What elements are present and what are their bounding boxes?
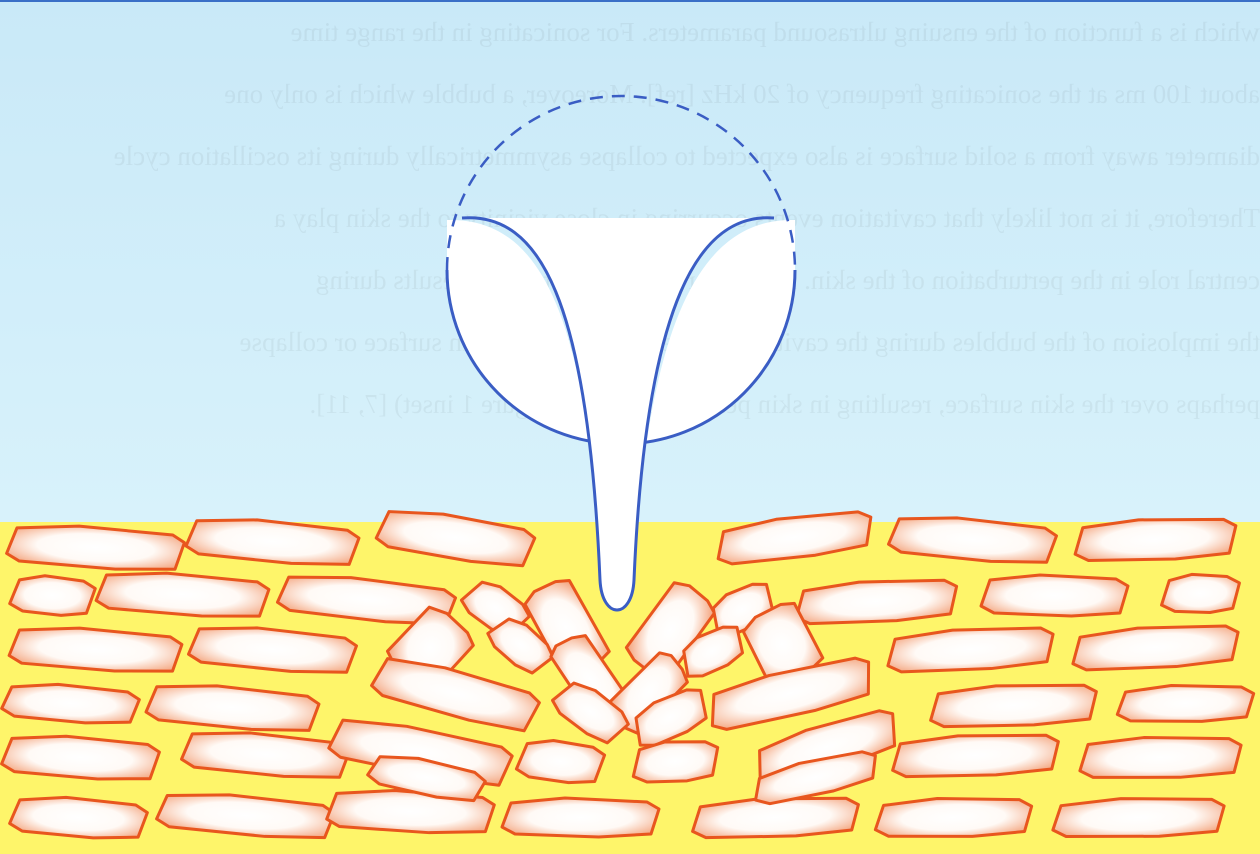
corneocyte-cell <box>1074 515 1238 564</box>
corneocyte-cell <box>794 575 958 627</box>
corneocyte-cell <box>156 790 335 841</box>
corneocyte-cell <box>145 681 319 734</box>
corneocyte-cell <box>9 625 183 675</box>
corneocyte-cell <box>886 623 1055 676</box>
corneocyte-cell <box>1079 734 1242 781</box>
corneocyte-cell <box>9 575 95 617</box>
corneocyte-cell <box>1 733 160 782</box>
corneocyte-cell <box>1052 795 1225 840</box>
corneocyte-cell <box>874 795 1032 839</box>
corneocyte-cell <box>1116 683 1254 725</box>
corneocyte-cell <box>714 506 875 568</box>
corneocyte-cell <box>1071 621 1240 674</box>
corneocyte-cell <box>891 731 1060 781</box>
corneocyte-cell <box>181 728 350 781</box>
corneocyte-cell <box>888 513 1057 566</box>
corneocyte-cell <box>502 798 659 837</box>
corneocyte-cell <box>96 570 270 620</box>
corneocyte-cell <box>6 522 185 572</box>
corneocyte-cell <box>1 681 140 725</box>
corneocyte-cell <box>516 738 606 785</box>
corneocyte-cell <box>188 623 357 676</box>
corneocyte-cell <box>375 505 536 569</box>
corneocyte-cell <box>981 575 1128 616</box>
corneocyte-cell <box>1160 572 1241 615</box>
corneocyte-cell <box>9 794 148 840</box>
corneocyte-cell <box>929 681 1098 731</box>
corneocyte-cell <box>185 515 359 568</box>
